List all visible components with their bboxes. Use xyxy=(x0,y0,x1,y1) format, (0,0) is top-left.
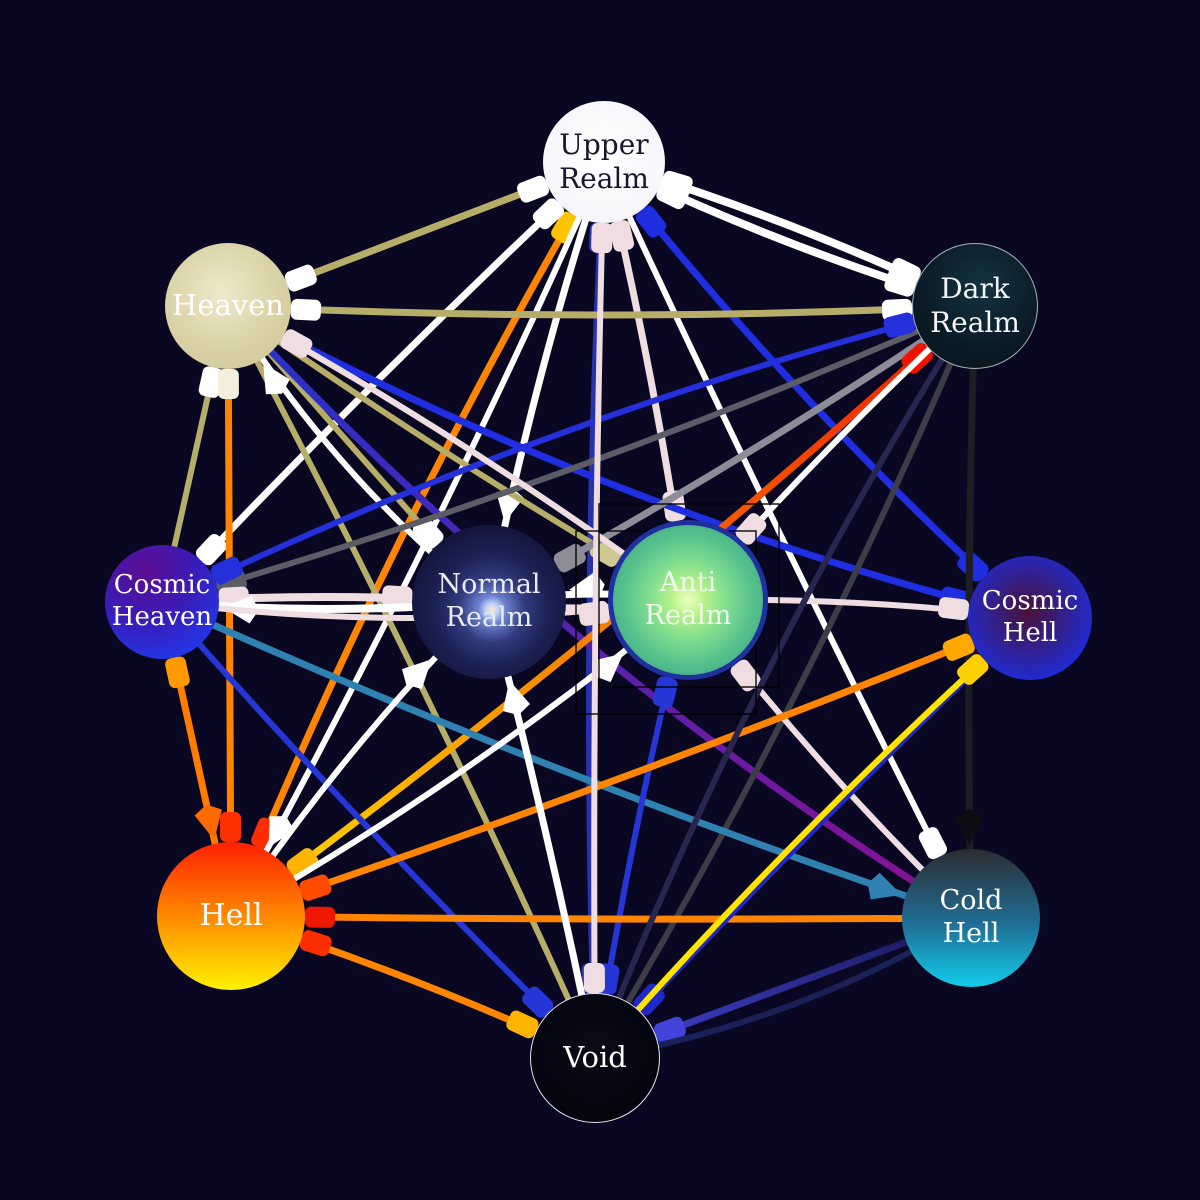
node-anti-realm: Anti Realm xyxy=(608,520,768,680)
edge-stub-head xyxy=(198,366,224,398)
edge-stub-head xyxy=(299,874,332,901)
edge-stub-head xyxy=(522,986,554,1018)
edge-stub-head xyxy=(591,222,613,254)
edge-stub-head xyxy=(656,181,689,210)
edge-heaven-cold_hell xyxy=(224,302,975,922)
edge-arrow-head xyxy=(268,816,295,848)
edge-stub-head xyxy=(653,1016,686,1044)
edge-hell-cold_hell xyxy=(227,906,975,928)
node-dark-realm: Dark Realm xyxy=(912,243,1038,369)
edge-upper_realm-cold_hell xyxy=(601,159,974,921)
edge-cosmic_heaven-cold_hell xyxy=(158,598,975,922)
edge-stub-head xyxy=(195,533,227,566)
edge-stub-head xyxy=(381,585,413,608)
edge-cosmic_hell-hell xyxy=(227,614,1034,920)
edge-stub-head xyxy=(730,659,761,692)
edge-stub-head xyxy=(957,654,989,685)
node-heaven: Heaven xyxy=(165,243,291,369)
node-cosmic-hell: Cosmic Hell xyxy=(968,556,1092,680)
edge-upper_realm-cosmic_heaven xyxy=(158,158,608,606)
edge-stub-head xyxy=(506,1010,539,1039)
edge-void-dark_realm xyxy=(592,303,978,1061)
edge-stub-head xyxy=(938,597,970,621)
edge-arrow-head xyxy=(867,872,902,900)
edge-stub-head xyxy=(883,312,916,338)
edge-stub-head xyxy=(735,513,767,545)
edge-stub-head xyxy=(210,556,243,585)
edge-stub-head xyxy=(280,329,313,358)
edge-void-cosmic_hell xyxy=(592,615,1033,1061)
node-upper-realm: Upper Realm xyxy=(543,101,665,223)
edge-stub-head xyxy=(942,633,975,661)
edge-arrow-head xyxy=(592,653,624,683)
edge-arrow-head xyxy=(401,659,432,689)
edge-stub-head xyxy=(583,962,605,994)
edge-void-upper_realm xyxy=(583,159,613,1061)
edge-arrow-head xyxy=(955,809,984,846)
edge-stub-head xyxy=(553,543,586,573)
edge-arrow-head xyxy=(194,804,222,840)
edge-stub-head xyxy=(957,550,989,582)
edge-stub-head xyxy=(517,175,550,203)
edge-cosmic_heaven-void xyxy=(159,599,598,1061)
anti-realm-frame xyxy=(598,503,780,688)
edge-dark_realm-void xyxy=(592,303,978,1061)
edge-arrow-head xyxy=(263,363,290,395)
node-cold-hell: Cold Hell xyxy=(902,849,1040,987)
edge-stub-head xyxy=(286,848,319,879)
edge-stub-head xyxy=(884,270,917,297)
edge-stub-head xyxy=(290,298,322,321)
edge-stub-head xyxy=(918,827,947,860)
edge-stub-head xyxy=(304,906,336,928)
edge-upper_realm-cosmic_hell xyxy=(600,158,1034,622)
edge-cosmic_heaven-dark_realm xyxy=(159,303,978,605)
edge-stub-head xyxy=(652,676,678,709)
edge-stub-head xyxy=(165,656,190,689)
edge-stub-head xyxy=(217,368,239,400)
node-normal-realm: Normal Realm xyxy=(412,525,566,679)
edge-stub-head xyxy=(220,811,242,843)
edge-stub-head xyxy=(412,517,444,549)
edge-stub-head xyxy=(609,220,635,252)
edge-stub-head xyxy=(635,205,667,238)
edge-stub-head xyxy=(299,930,332,957)
edge-dark_realm-normal_realm xyxy=(485,302,979,606)
edge-arrow-head xyxy=(502,680,530,716)
node-cosmic-heaven: Cosmic Heaven xyxy=(105,545,219,659)
node-hell: Hell xyxy=(157,842,305,990)
node-void: Void xyxy=(530,993,660,1123)
edge-stub-head xyxy=(532,198,565,230)
edge-stub-head xyxy=(284,264,317,292)
